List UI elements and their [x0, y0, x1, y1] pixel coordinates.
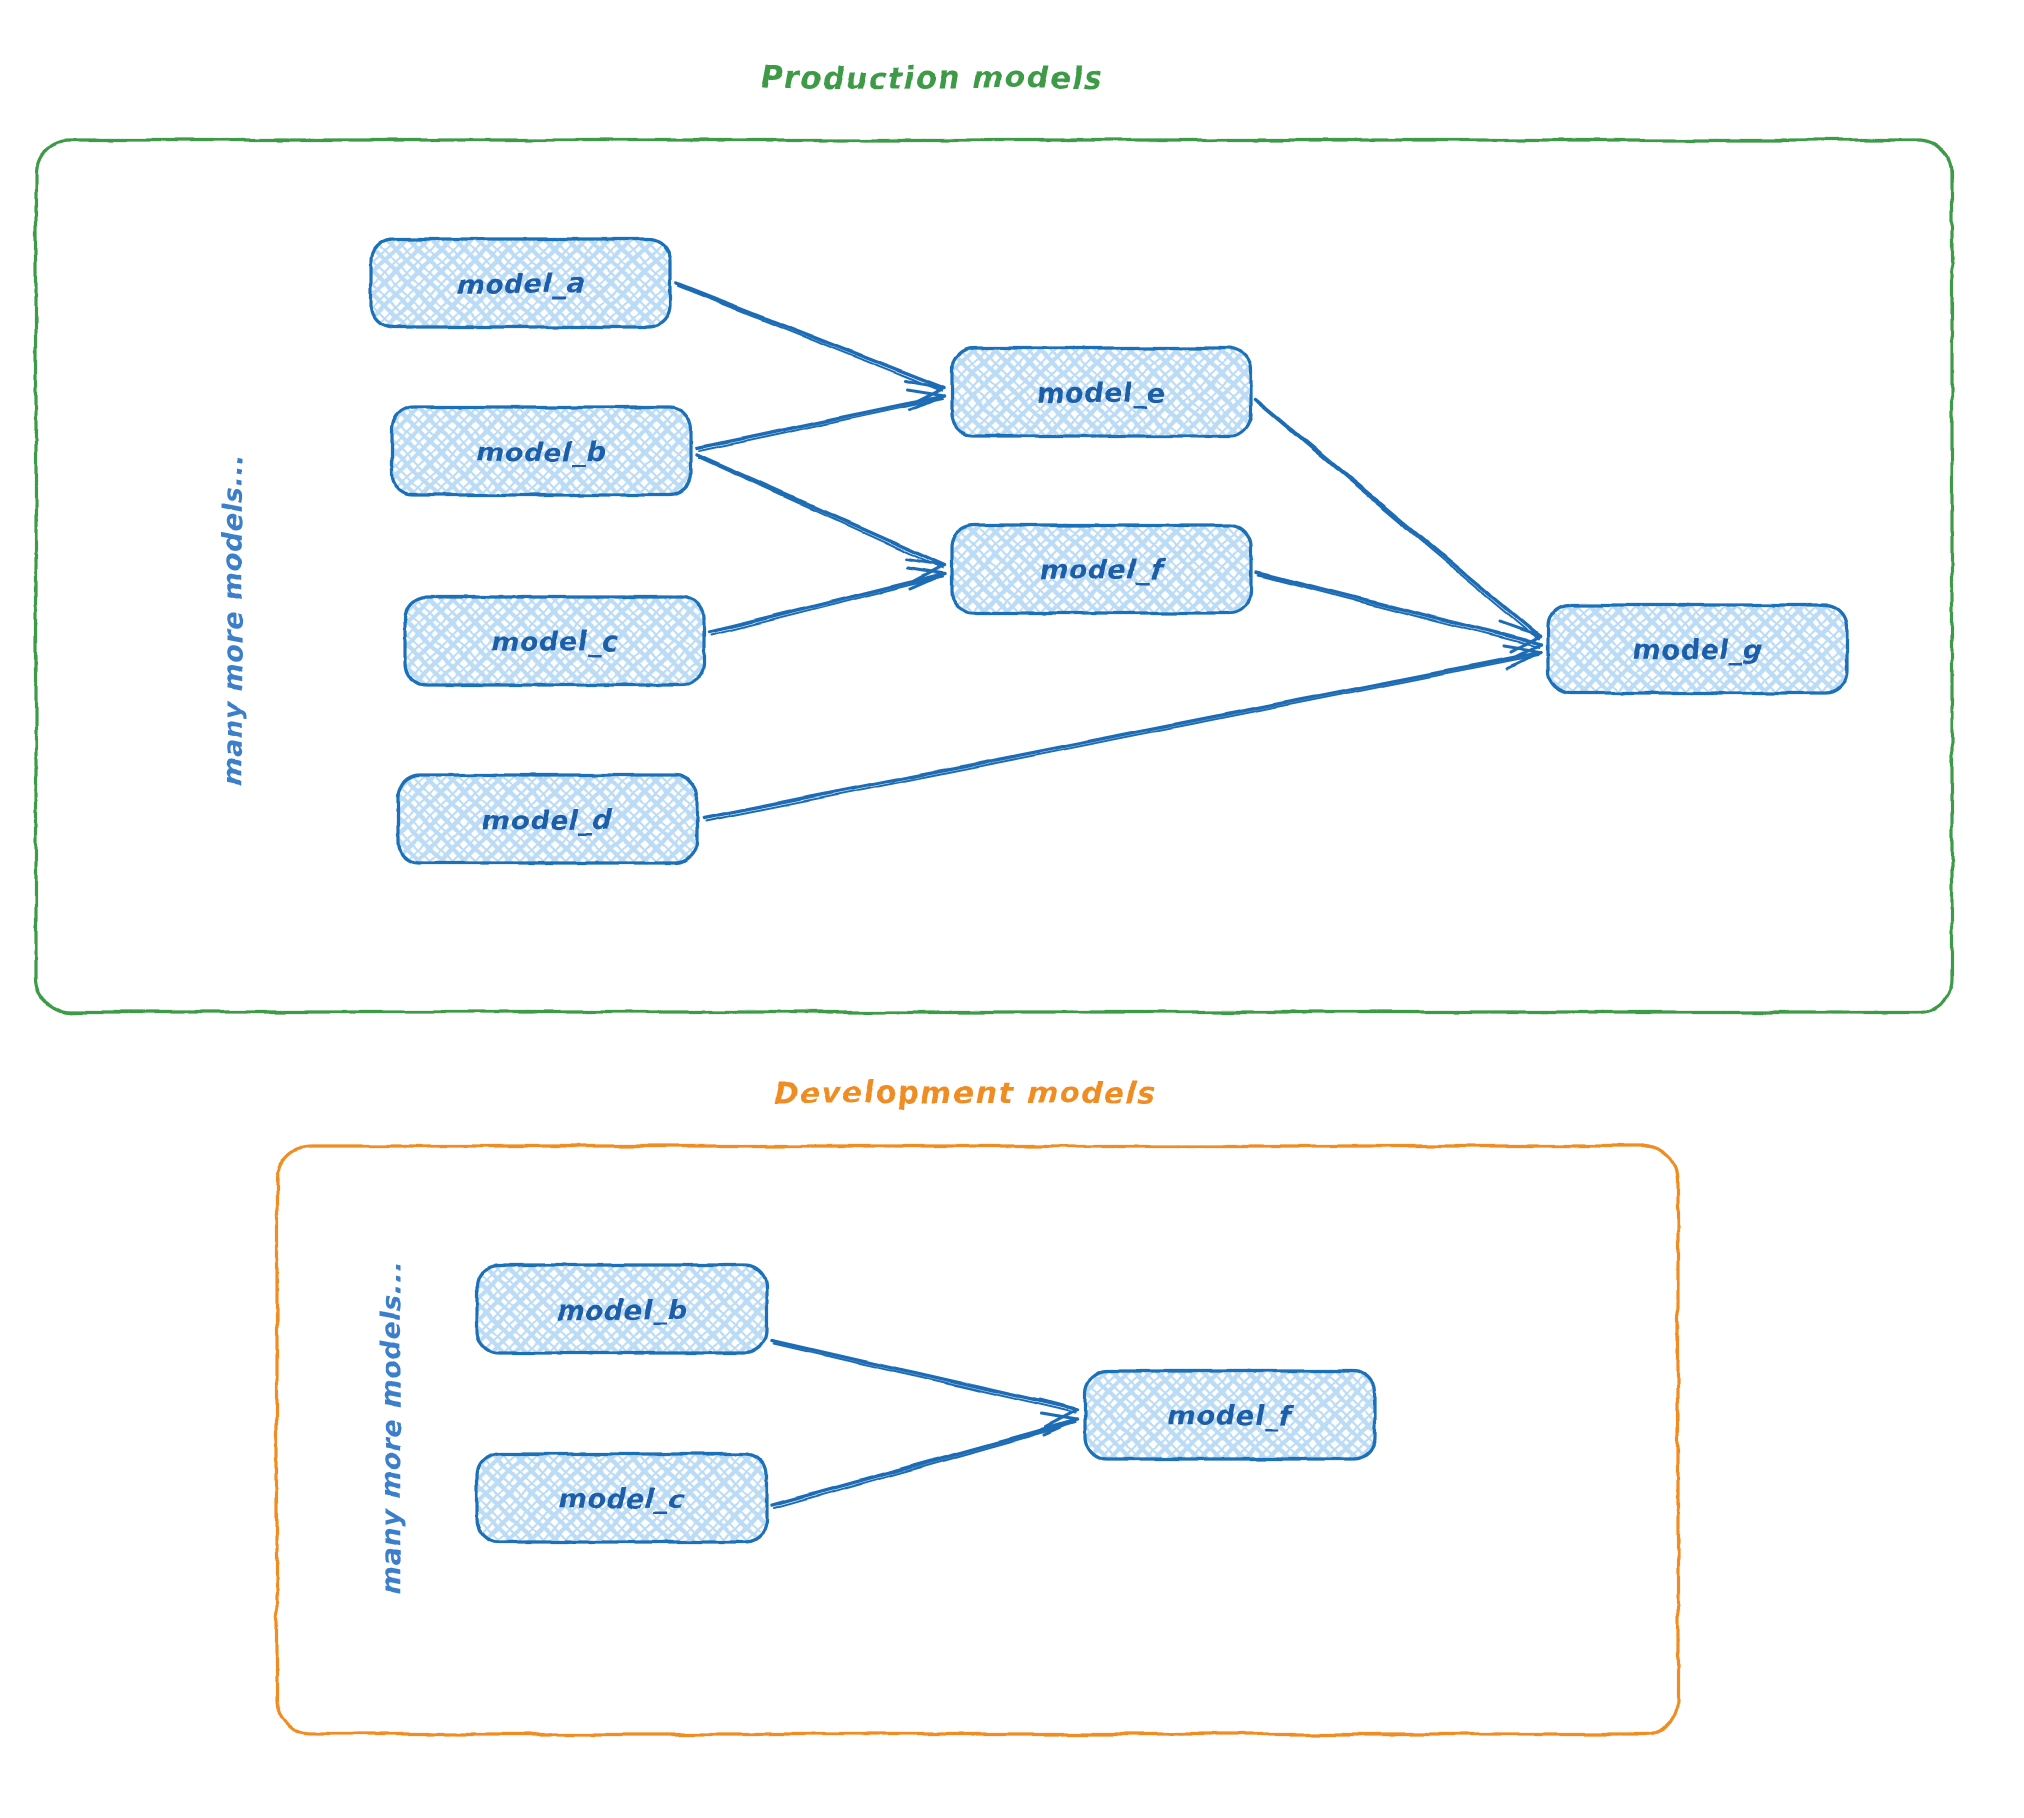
node-label: model_g: [1632, 635, 1763, 666]
node-label: model_e: [1037, 378, 1167, 409]
node-box[interactable]: [396, 773, 699, 865]
production-side-note: many more models...: [218, 454, 249, 786]
edges-layer: [674, 281, 1542, 1509]
edge-model-f-to-model-g: [1254, 570, 1542, 662]
edge-model-e-to-model-g: [1254, 398, 1542, 654]
node-label: model_b: [557, 1295, 688, 1326]
development-group-border: [275, 1144, 1680, 1736]
nodes-layer: model_a model_b model_c model_d model_e: [369, 237, 1849, 1544]
group-container-development: [275, 1144, 1680, 1736]
node-prod-model-g[interactable]: model_g: [1546, 603, 1849, 695]
edge-model-b-to-model-e: [695, 388, 946, 452]
node-label: model_c: [558, 1484, 685, 1515]
node-box[interactable]: [1546, 603, 1849, 695]
node-dev-model-c[interactable]: model_c: [475, 1452, 769, 1544]
node-box[interactable]: [369, 237, 672, 329]
edge-model-a-to-model-e: [674, 281, 946, 406]
node-prod-model-e[interactable]: model_e: [950, 346, 1253, 438]
edge-model-b-to-model-f: [695, 453, 946, 584]
development-side-note: many more models...: [376, 1262, 407, 1594]
production-group-border: [34, 138, 1954, 1014]
node-box[interactable]: [950, 523, 1253, 615]
node-prod-model-f[interactable]: model_f: [950, 523, 1253, 615]
group-container-production: [34, 138, 1954, 1014]
node-label: model_f: [1040, 555, 1166, 586]
production-group-title: Production models: [761, 61, 1102, 96]
node-prod-model-d[interactable]: model_d: [396, 773, 699, 865]
node-label: model_a: [456, 269, 586, 300]
node-label: model_d: [482, 805, 613, 836]
node-prod-model-a[interactable]: model_a: [369, 237, 672, 329]
node-box[interactable]: [475, 1452, 769, 1544]
node-label: model_b: [476, 437, 607, 468]
node-dev-model-b[interactable]: model_b: [475, 1263, 769, 1355]
node-prod-model-c[interactable]: model_c: [403, 595, 706, 687]
edge-dev-model-b-to-model-f: [770, 1338, 1080, 1429]
node-box[interactable]: [1083, 1369, 1377, 1461]
edge-model-c-to-model-f: [708, 566, 946, 636]
node-box[interactable]: [475, 1263, 769, 1355]
node-label: model_c: [491, 627, 618, 658]
node-prod-model-b[interactable]: model_b: [390, 405, 693, 497]
node-box[interactable]: [390, 405, 693, 497]
development-group-title: Development models: [773, 1076, 1157, 1111]
node-dev-model-f[interactable]: model_f: [1083, 1369, 1377, 1461]
node-box[interactable]: [950, 346, 1253, 438]
edge-dev-model-c-to-model-f: [770, 1412, 1080, 1509]
node-label: model_f: [1168, 1401, 1294, 1432]
node-box[interactable]: [403, 595, 706, 687]
edge-model-d-to-model-g: [701, 644, 1542, 822]
